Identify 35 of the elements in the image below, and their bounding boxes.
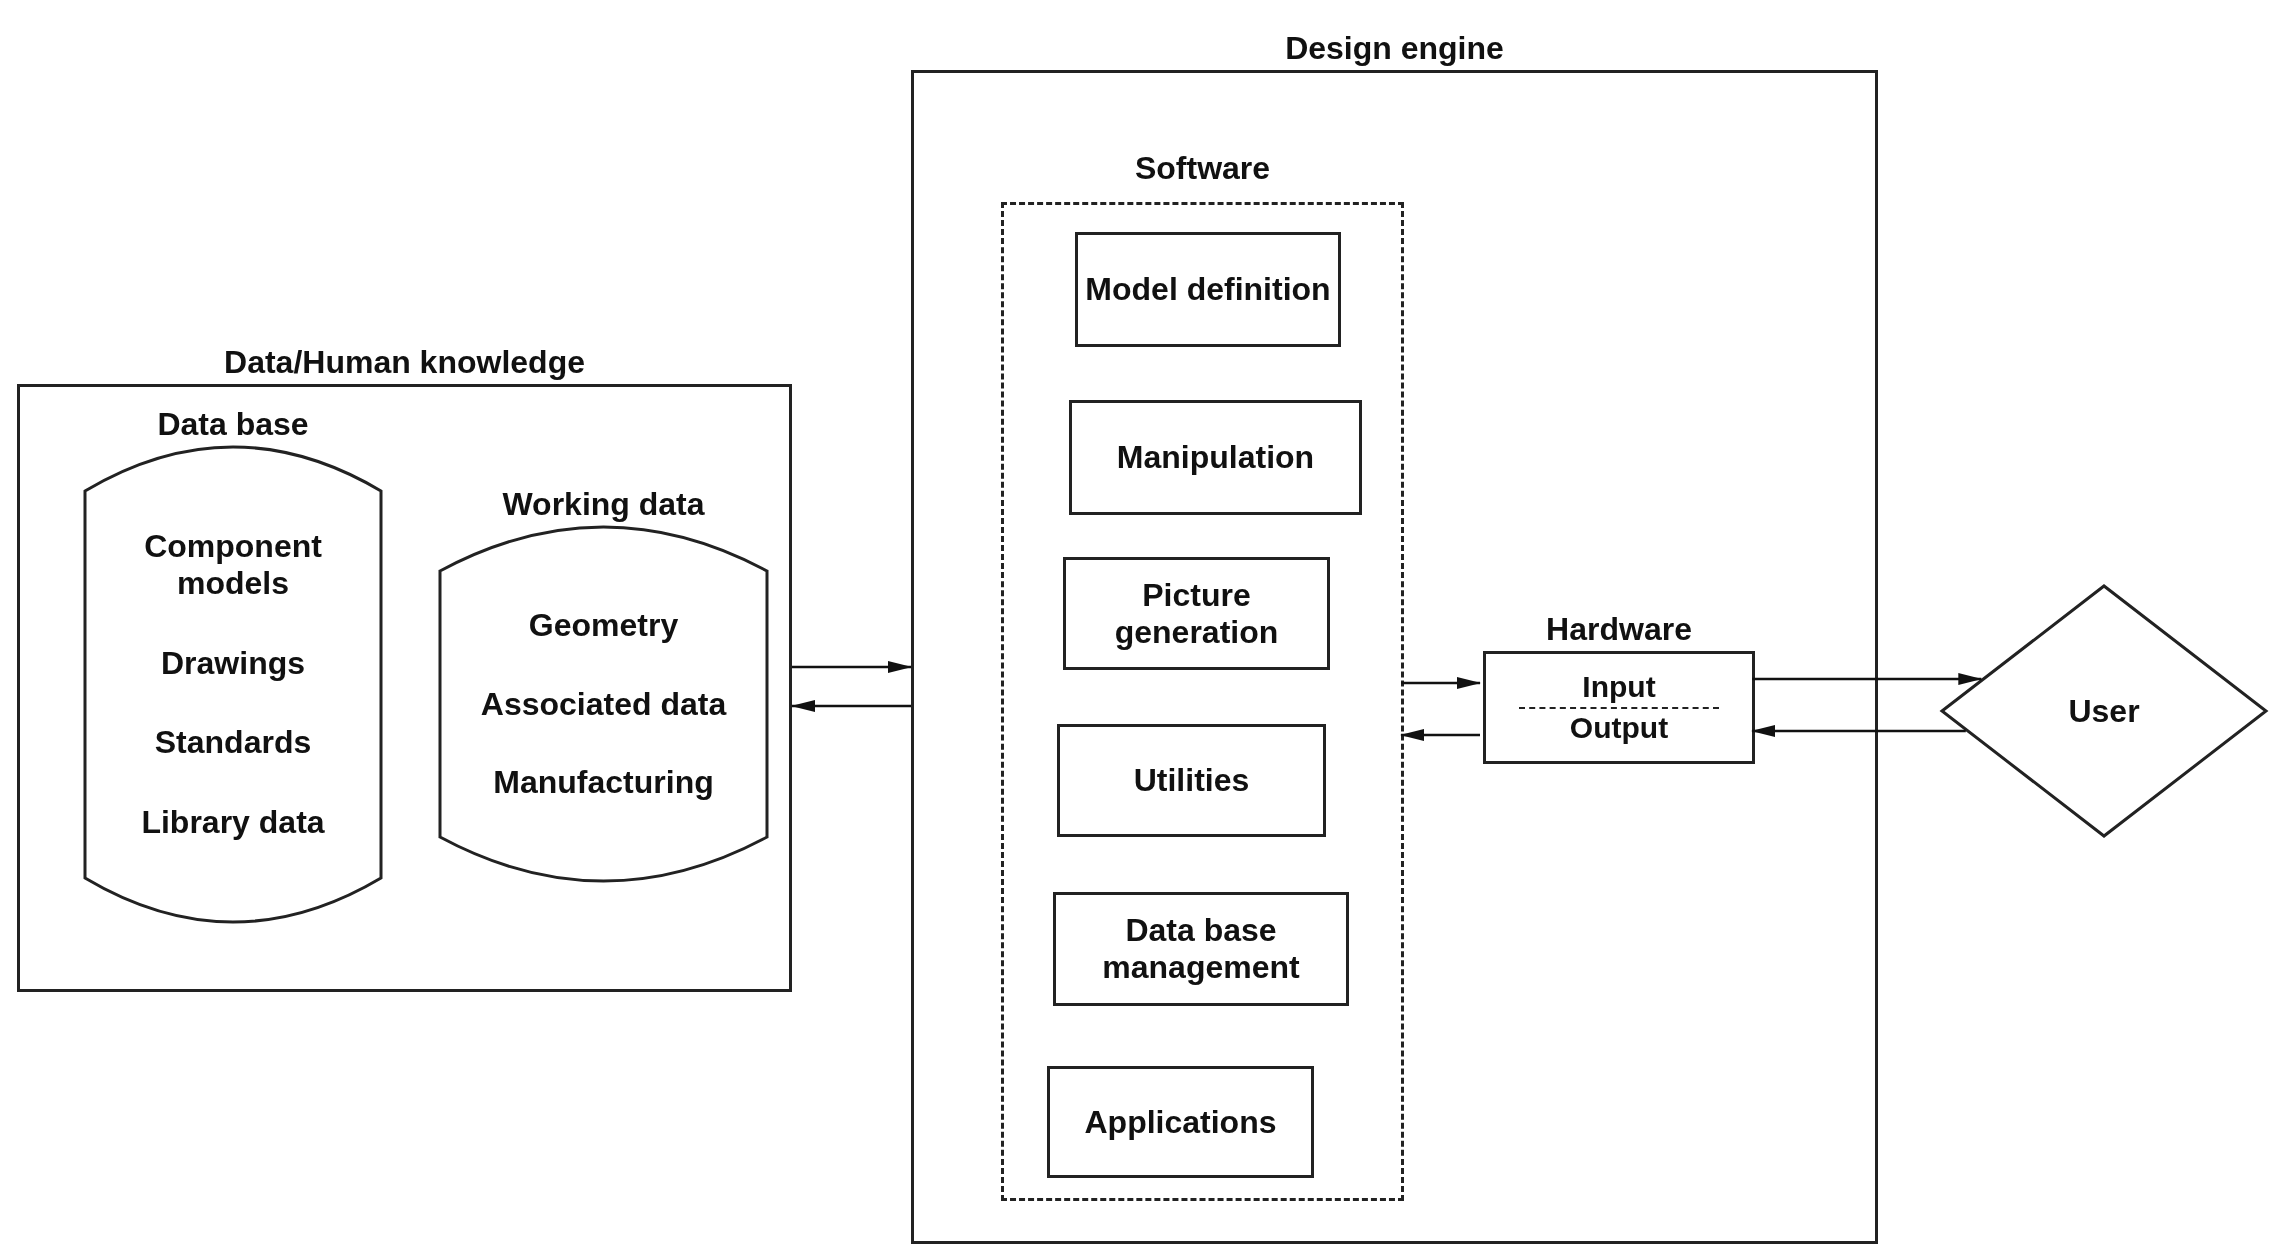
- process-box: [1047, 1066, 1314, 1178]
- box-label: Data base management: [1101, 912, 1301, 986]
- arrow: [1401, 677, 1481, 689]
- item-label: Geometry: [528, 606, 679, 644]
- group-heading: Data/Human knowledge: [223, 344, 586, 381]
- diamond-label: User: [2068, 692, 2140, 730]
- arrow: [1752, 673, 1983, 685]
- group-heading: Working data: [501, 486, 706, 523]
- item-label: Standards: [154, 724, 312, 762]
- decision-diamond: [1940, 584, 2268, 838]
- process-box: [1053, 892, 1349, 1006]
- group-heading: Hardware: [1545, 611, 1693, 648]
- arrow: [792, 661, 912, 673]
- arrow: [1400, 729, 1480, 741]
- arrow: [1751, 725, 1966, 737]
- group-heading: Software: [1133, 150, 1272, 187]
- item-label: Component models: [143, 528, 323, 602]
- item-label: Drawings: [161, 644, 305, 682]
- item-label: Library data: [141, 804, 325, 841]
- item-label: Manufacturing: [493, 764, 714, 802]
- box-label: Model definition: [1085, 271, 1331, 308]
- process-box: [1057, 724, 1326, 837]
- group-heading: Data base: [156, 406, 310, 443]
- box-label: Picture generation: [1113, 576, 1280, 651]
- box-label: Applications: [1084, 1103, 1277, 1141]
- arrow: [791, 700, 911, 712]
- box-label: Input: [1582, 670, 1656, 705]
- group-heading: Design engine: [1284, 30, 1505, 67]
- box-label: Manipulation: [1116, 439, 1315, 476]
- item-label: Associated data: [480, 685, 727, 723]
- box-label: Utilities: [1133, 762, 1250, 799]
- process-box: [1063, 557, 1330, 670]
- process-box: [1075, 232, 1341, 347]
- process-box: [1069, 400, 1362, 515]
- box-label: Output: [1569, 710, 1669, 745]
